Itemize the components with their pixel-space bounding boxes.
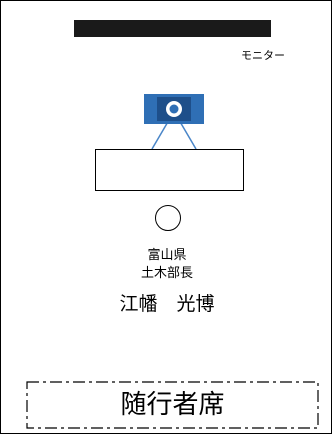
person-name: 江幡 光博 bbox=[119, 293, 215, 315]
monitor-label: モニター bbox=[241, 49, 285, 62]
attendants-dashed-border bbox=[26, 381, 319, 429]
camera-beam-left bbox=[151, 119, 170, 150]
camera-lens-inner bbox=[169, 104, 179, 114]
attendants-seating-area: 随行者席 bbox=[26, 381, 319, 429]
person-organization: 富山県 bbox=[147, 248, 187, 263]
seat-marker bbox=[155, 205, 181, 231]
camera-beam-right bbox=[178, 119, 197, 150]
monitor-screen bbox=[74, 20, 271, 37]
conference-table bbox=[95, 149, 244, 191]
camera-icon bbox=[144, 94, 204, 150]
person-title: 土木部長 bbox=[140, 266, 193, 281]
attendants-label: 随行者席 bbox=[120, 390, 225, 420]
